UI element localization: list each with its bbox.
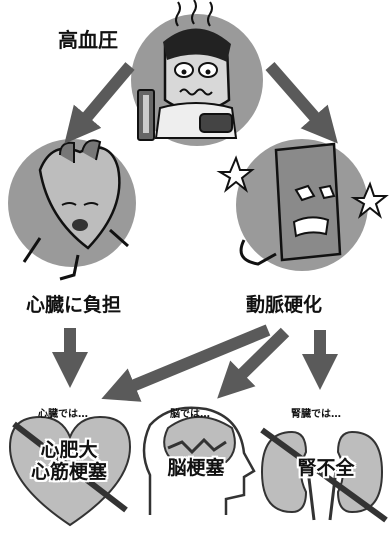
artery-character-icon <box>216 139 389 271</box>
heart-character-icon <box>8 139 136 281</box>
label-heart-burden: 心臓に負担 <box>26 294 122 316</box>
small-label-kidney: 腎臓では… <box>291 409 341 420</box>
arrow-to-artery <box>265 62 338 144</box>
outcome-heart: 心肥大 心筋梗塞 <box>14 439 124 484</box>
arrow-artery-heart <box>101 324 271 402</box>
heart-outline-icon <box>8 415 132 527</box>
kidney-icon <box>260 427 388 523</box>
sick-man-icon <box>131 0 263 146</box>
outcome-heart-line1: 心肥大 <box>40 439 98 461</box>
outcome-heart-line2: 心筋梗塞 <box>30 460 107 483</box>
small-label-brain: 脳では… <box>170 409 210 420</box>
arrow-artery-brain <box>217 327 290 399</box>
label-arteriosclerosis: 動脈硬化 <box>246 294 323 316</box>
outcome-brain: 脳梗塞 <box>167 457 225 479</box>
arrow-to-heart <box>64 62 135 144</box>
small-label-heart: 心臓では… <box>38 409 88 420</box>
label-hypertension: 高血圧 <box>58 28 118 52</box>
outcome-kidney: 腎不全 <box>297 457 355 479</box>
head-brain-icon <box>142 406 256 515</box>
